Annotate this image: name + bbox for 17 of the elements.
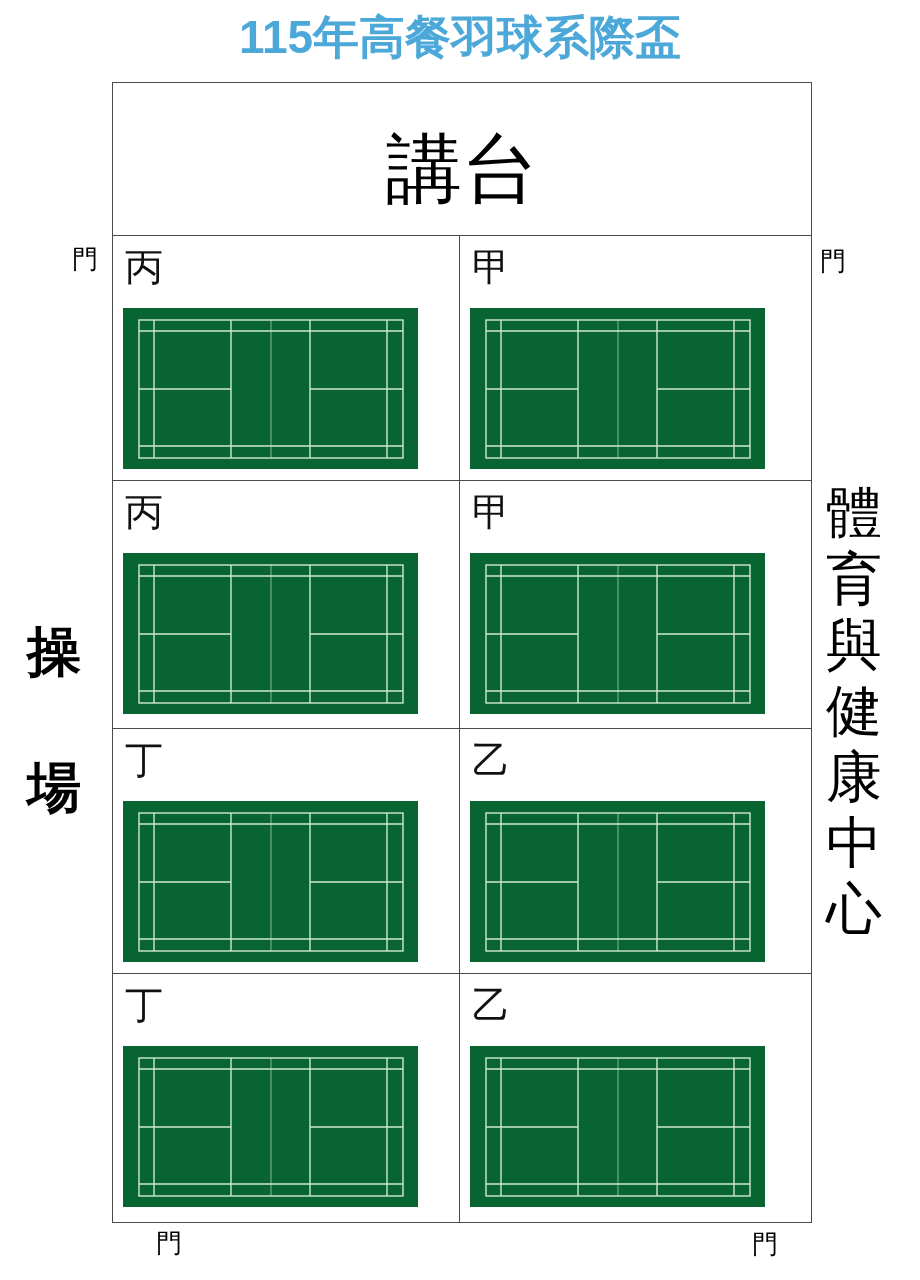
court-group-label: 丁 [125, 741, 163, 779]
court-group-label: 丙 [125, 493, 163, 531]
court-group-label: 乙 [472, 741, 510, 779]
court-group-label: 甲 [472, 493, 510, 531]
court-group-label: 甲 [472, 248, 510, 286]
stage-area [112, 82, 812, 236]
title: 115年高餐羽球系際盃 [237, 10, 683, 65]
playground-label: 操場 [27, 621, 81, 821]
court-group-label: 丁 [125, 986, 163, 1024]
door-label: 門 [820, 248, 846, 274]
court-group-label: 乙 [472, 986, 510, 1024]
court-group-label: 丙 [125, 248, 163, 286]
stage-label: 講台 [385, 131, 539, 207]
court-cell [112, 973, 460, 1223]
court-cell [459, 973, 812, 1223]
building-label: 體育與健康中心 [826, 480, 882, 943]
door-label: 門 [72, 246, 98, 272]
